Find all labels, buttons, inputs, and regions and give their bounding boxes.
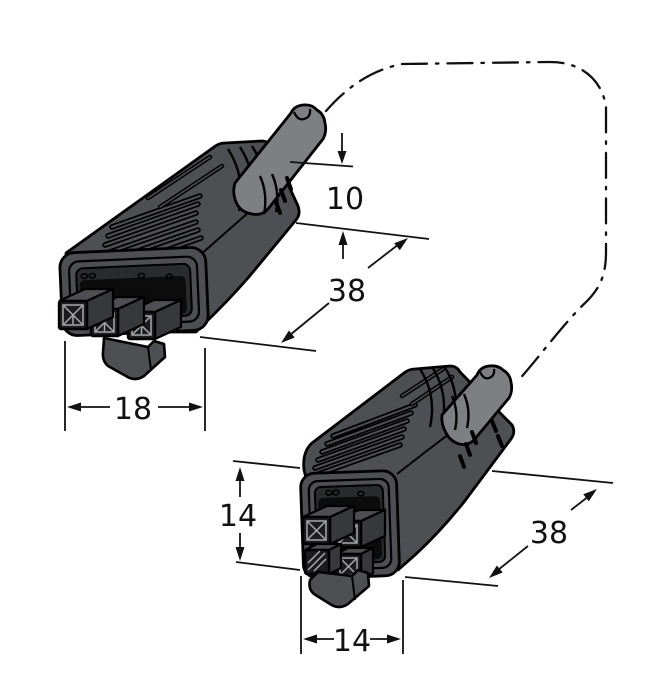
- dim-label-connector-b-length: 38: [530, 516, 568, 551]
- connector-a-latch: [101, 336, 167, 381]
- connector-a-pins: [57, 287, 183, 341]
- connector-a-face-marks: [80, 272, 174, 280]
- connector-b-cable: [440, 364, 514, 446]
- dim-connector-a-width: [64, 341, 206, 431]
- dim-label-connector-a-length: 38: [328, 274, 366, 309]
- dim-connector-b-height: [232, 460, 301, 571]
- connector-a-grooves: [145, 154, 225, 210]
- pin: [126, 298, 183, 341]
- dim-connector-b-length: [404, 470, 614, 587]
- connector-b-latch: [308, 568, 371, 609]
- pin: [303, 542, 343, 576]
- connector-b-cable-end-notch: [479, 368, 496, 380]
- cable-path-dashed-line: [324, 60, 608, 384]
- connector-a-cable: [232, 103, 328, 216]
- dim-label-connector-b-height: 14: [219, 499, 257, 534]
- connector-a-3pin: [57, 103, 328, 381]
- dim-connector-b-width: [300, 576, 404, 654]
- connector-b-gland-front: [450, 393, 470, 431]
- dim-cable-diameter: [289, 133, 430, 259]
- connector-b-face-marks: [325, 489, 365, 497]
- dim-label-connector-b-width: 14: [333, 624, 371, 659]
- pin: [57, 287, 115, 331]
- connector-b-grip-ribs: [310, 402, 418, 479]
- dim-label-connector-a-width: 18: [114, 392, 152, 427]
- connector-b-gland-slots: [458, 419, 504, 469]
- dim-label-cable-diameter: 10: [326, 182, 364, 217]
- connector-b-pins: [301, 504, 387, 581]
- connector-a-gland-slots: [274, 176, 293, 215]
- connector-b-4pin: [299, 364, 516, 609]
- connector-a-cable-end-notch: [292, 108, 312, 121]
- dim-connector-a-length: [199, 238, 408, 352]
